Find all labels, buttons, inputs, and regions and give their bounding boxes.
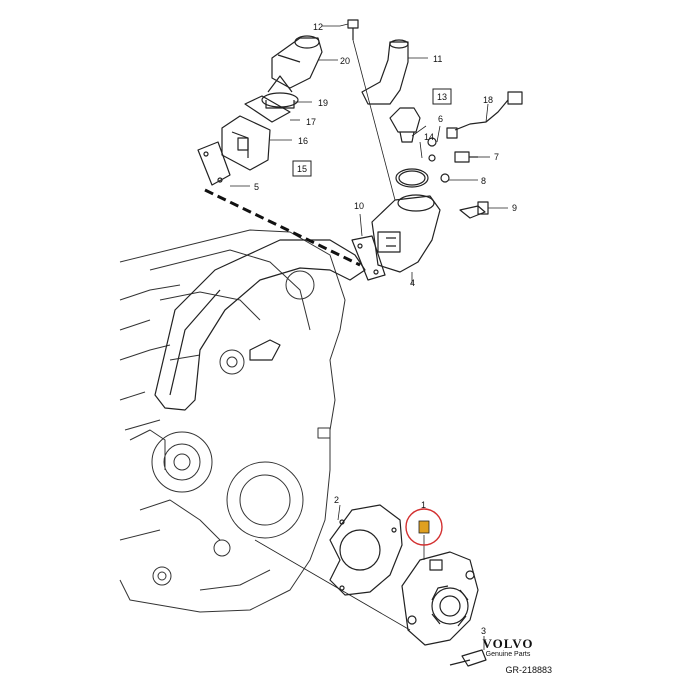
callout-12: 12: [313, 22, 323, 32]
brand-block: VOLVO Genuine Parts: [468, 636, 548, 658]
callout-13: 13: [437, 92, 447, 102]
callout-2: 2: [334, 495, 339, 505]
inlet-pipe-11: [361, 39, 409, 105]
callout-5: 5: [254, 182, 259, 192]
callout-16: 16: [298, 136, 308, 146]
washer-8: [440, 173, 450, 183]
callout-box-15: [292, 160, 312, 177]
sensor-7: [454, 151, 478, 163]
bolt-3: [449, 636, 487, 667]
bolt-9: [459, 201, 489, 219]
highlight-marker: [418, 520, 430, 534]
bolt-12: [339, 19, 359, 40]
callout-17: 17: [306, 117, 316, 127]
assembly-guide-dashed: [204, 188, 361, 267]
housing-16: [221, 115, 271, 171]
callout-18: 18: [483, 95, 493, 105]
timing-cover: [154, 239, 366, 411]
washer-6: [427, 137, 437, 162]
pump-gasket-2: [329, 504, 403, 596]
callout-14: 14: [424, 132, 434, 142]
callout-10: 10: [354, 201, 364, 211]
engine-block: [119, 229, 346, 613]
o-ring-14: [395, 168, 429, 188]
callout-11: 11: [433, 54, 442, 64]
callout-20: 20: [340, 56, 350, 66]
outlet-pipe-20: [271, 35, 323, 89]
gasket-17: [244, 95, 291, 123]
thermostat-19: [261, 75, 299, 109]
callout-4: 4: [410, 278, 415, 288]
thermostat-13: [389, 107, 421, 143]
callout-1: 1: [421, 500, 426, 510]
water-pump-1: [401, 551, 479, 646]
gasket-5: [197, 141, 231, 186]
callout-8: 8: [481, 176, 486, 186]
highlight-circle: [405, 508, 443, 546]
callout-3: 3: [481, 626, 486, 636]
thermostat-body-4: [371, 194, 441, 273]
diagram-reference-number: GR-218883: [505, 665, 552, 675]
callout-9: 9: [512, 203, 517, 213]
callout-box-13: [432, 88, 452, 105]
brand-subtitle: Genuine Parts: [485, 651, 531, 658]
callout-7: 7: [494, 152, 499, 162]
leader-lines: [230, 25, 508, 631]
volvo-logo: VOLVO: [482, 636, 534, 651]
callout-15: 15: [297, 164, 307, 174]
callout-6: 6: [438, 114, 443, 124]
callout-19: 19: [318, 98, 328, 108]
gasket-10: [351, 235, 386, 281]
